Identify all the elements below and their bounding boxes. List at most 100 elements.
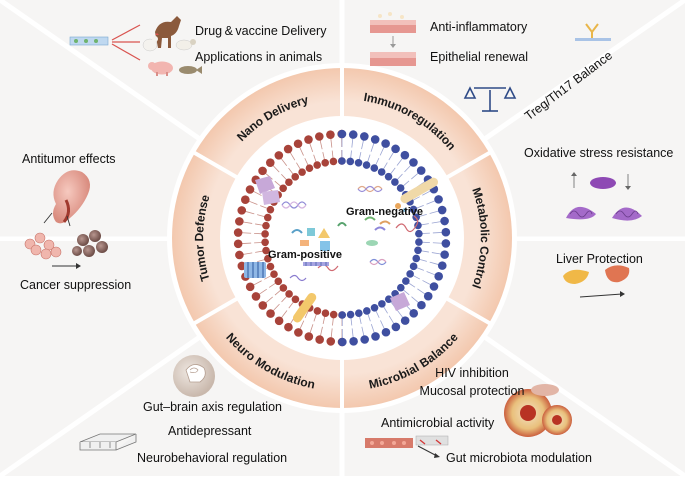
immuno-text-line2: Epithelial renewal	[430, 50, 528, 64]
gram-positive-lipid	[279, 184, 287, 192]
gram-positive-lipid	[275, 151, 284, 160]
gram-negative-lipid	[370, 164, 378, 172]
lipid-tail	[433, 232, 442, 233]
gram-positive-lipid	[262, 222, 270, 230]
gram-negative-lipid	[381, 139, 390, 148]
gram-positive-lipid	[314, 307, 322, 315]
gram-negative-lipid	[338, 157, 346, 165]
gram-negative-lipid	[363, 161, 371, 169]
gram-negative-lipid	[355, 309, 363, 317]
gram-positive-lipid	[246, 185, 255, 194]
gram-negative-lipid	[415, 238, 423, 246]
neuro-text-line2: Antidepressant	[168, 424, 251, 438]
gram-positive-lipid	[321, 159, 329, 167]
gram-negative-lipid	[410, 263, 418, 271]
gram-positive-lipid	[326, 130, 335, 139]
gram-positive-lipid	[294, 328, 303, 337]
gram-positive-lipid	[234, 228, 243, 237]
gram-negative-lipid	[378, 300, 386, 308]
gram-positive-lipid	[284, 145, 293, 154]
gram-negative-lipid	[360, 335, 369, 344]
gram-positive-lipid	[270, 270, 278, 278]
gram-positive-lipid	[259, 301, 268, 310]
gram-negative-lipid	[417, 166, 426, 175]
gram-negative-lipid	[417, 301, 426, 310]
nano-text-line1: Drug & vaccine Delivery	[195, 24, 326, 38]
gram-positive-lipid	[291, 173, 299, 181]
microbial-text-line2: Mucosal protection	[400, 384, 544, 398]
gram-negative-lipid	[378, 168, 386, 176]
gram-negative-lipid	[355, 159, 363, 167]
gram-negative-lipid	[371, 304, 379, 312]
gram-positive-lipid	[252, 292, 261, 301]
gram-positive-lipid	[261, 238, 269, 246]
neuro-text-line1: Gut–brain axis regulation	[143, 400, 282, 414]
gram-negative-lipid	[434, 272, 443, 281]
gram-negative-lipid	[371, 135, 380, 144]
gram-negative-lipid	[382, 328, 391, 337]
gram-positive-lipid	[298, 168, 306, 176]
gram-positive-lipid	[241, 195, 250, 204]
gram-negative-lipid	[412, 255, 420, 263]
gram-negative-lipid	[438, 261, 447, 270]
gram-positive-lipid	[306, 164, 314, 172]
gram-negative-lipid	[401, 151, 410, 160]
gram-positive-lipid	[330, 158, 338, 166]
mitochondria-icon	[590, 177, 616, 189]
gram-positive-lipid	[234, 240, 243, 249]
gram-negative-lipid	[385, 173, 393, 181]
gram-negative-label: Gram-negative	[346, 206, 423, 218]
gram-positive-lipid	[313, 161, 321, 169]
gram-positive-label: Gram-positive	[268, 249, 342, 261]
gram-positive-lipid	[237, 206, 246, 215]
gram-positive-lipid	[305, 332, 314, 341]
gram-negative-lipid	[440, 250, 449, 259]
gram-positive-lipid	[330, 311, 338, 319]
gram-positive-lipid	[246, 283, 255, 292]
gram-negative-lipid	[349, 130, 358, 139]
nano-text-line2: Applications in animals	[195, 50, 322, 64]
microbial-text-line1: HIV inhibition	[410, 366, 534, 380]
gram-negative-lipid	[392, 323, 401, 332]
gram-positive-lipid	[267, 206, 275, 214]
gram-positive-lipid	[284, 323, 293, 332]
gram-positive-lipid	[267, 263, 275, 271]
gram-negative-lipid	[434, 195, 443, 204]
microbial-text-line4: Gut microbiota modulation	[446, 451, 592, 465]
gram-negative-lipid	[409, 309, 418, 318]
gram-positive-lipid	[315, 335, 324, 344]
gram-positive-lipid	[292, 296, 300, 304]
metabolic-text-line2: Liver Protection	[556, 252, 643, 266]
gram-negative-lipid	[371, 332, 380, 341]
gram-negative-lipid	[406, 270, 414, 278]
gram-positive-lipid	[326, 337, 335, 346]
gram-negative-lipid	[442, 228, 451, 237]
gram-positive-lipid	[258, 167, 267, 176]
gram-negative-lipid	[391, 145, 400, 154]
gram-negative-lipid	[349, 337, 358, 346]
gram-negative-lipid	[397, 284, 405, 292]
gram-negative-lipid	[401, 316, 410, 325]
gram-positive-lipid	[294, 139, 303, 148]
gram-negative-lipid	[402, 277, 410, 285]
gram-positive-lipid	[275, 277, 283, 285]
gram-negative-lipid	[440, 217, 449, 226]
gram-positive-lipid	[280, 284, 288, 292]
gram-positive-lipid	[235, 217, 244, 226]
gram-positive-lipid	[322, 309, 330, 317]
gram-negative-lipid	[338, 130, 347, 139]
gram-negative-lipid	[424, 292, 433, 301]
metabolic-text-line1: Oxidative stress resistance	[524, 146, 673, 160]
gram-positive-lipid	[266, 158, 275, 167]
lipid-tail	[242, 243, 251, 244]
microbial-text-line3: Antimicrobial activity	[381, 416, 494, 430]
gram-negative-lipid	[430, 282, 439, 291]
gram-negative-lipid	[363, 307, 371, 315]
gram-positive-lipid	[266, 309, 275, 318]
gram-positive-lipid	[261, 230, 269, 238]
gram-positive-lipid	[285, 178, 293, 186]
gram-negative-lipid	[360, 132, 369, 141]
gram-negative-lipid	[438, 206, 447, 215]
gram-positive-lipid	[235, 251, 244, 260]
gram-negative-lipid	[397, 184, 405, 192]
